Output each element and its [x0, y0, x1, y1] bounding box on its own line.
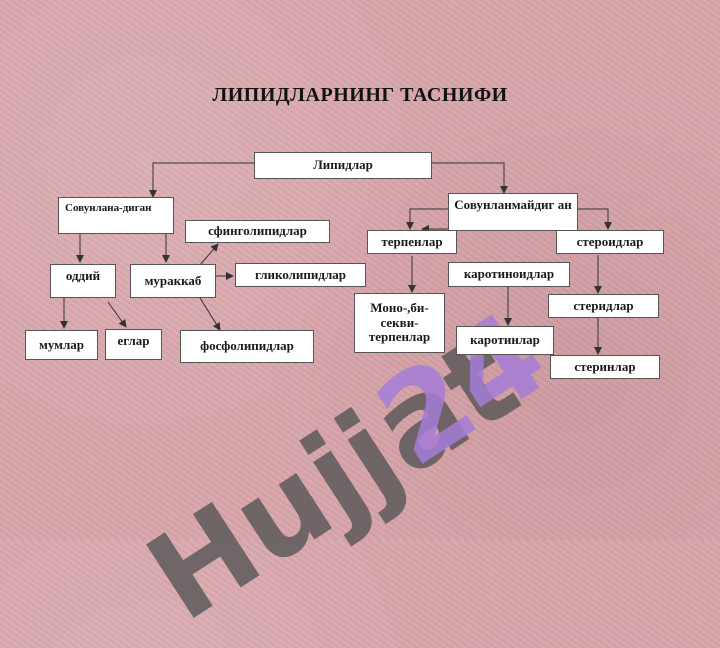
node-carotenoids: каротиноидлар [448, 262, 570, 287]
node-saponifiable: Совунлана-диган [58, 197, 174, 234]
page-title: ЛИПИДЛАРНИНГ ТАСНИФИ [212, 84, 508, 106]
connector-complex-to-sphingolipids [199, 243, 219, 266]
node-sterins: стеринлар [550, 355, 660, 379]
node-simple: оддий [50, 264, 116, 298]
connector-non-saponifiable-to-steroids [578, 208, 612, 230]
node-mono-terpenes: Моно-,би-секви-терпенлар [354, 293, 445, 353]
connector-root-to-non-saponifiable [432, 162, 508, 194]
node-fats: еглар [105, 329, 162, 360]
connector-root-to-saponifiable [149, 162, 254, 198]
connector-simple-to-fats [107, 301, 127, 328]
node-waxes: мумлар [25, 330, 98, 360]
node-glycolipids: гликолипидлар [235, 263, 366, 287]
node-phospholipids: фосфолипидлар [180, 330, 314, 363]
connector-complex-to-phospholipids [199, 297, 221, 331]
node-terpenes: терпенлар [367, 230, 457, 254]
node-steroids: стероидлар [556, 230, 664, 254]
node-lipids: Липидлар [254, 152, 432, 179]
node-non-saponifiable: Совунланмайдиг ан [448, 193, 578, 231]
node-carotenes: каротинлар [456, 326, 554, 355]
connector-non-saponifiable-to-terpenes [406, 208, 448, 230]
node-complex: мураккаб [130, 264, 216, 298]
node-sterides: стеридлар [548, 294, 659, 318]
node-sphingolipids: сфинголипидлар [185, 220, 330, 243]
